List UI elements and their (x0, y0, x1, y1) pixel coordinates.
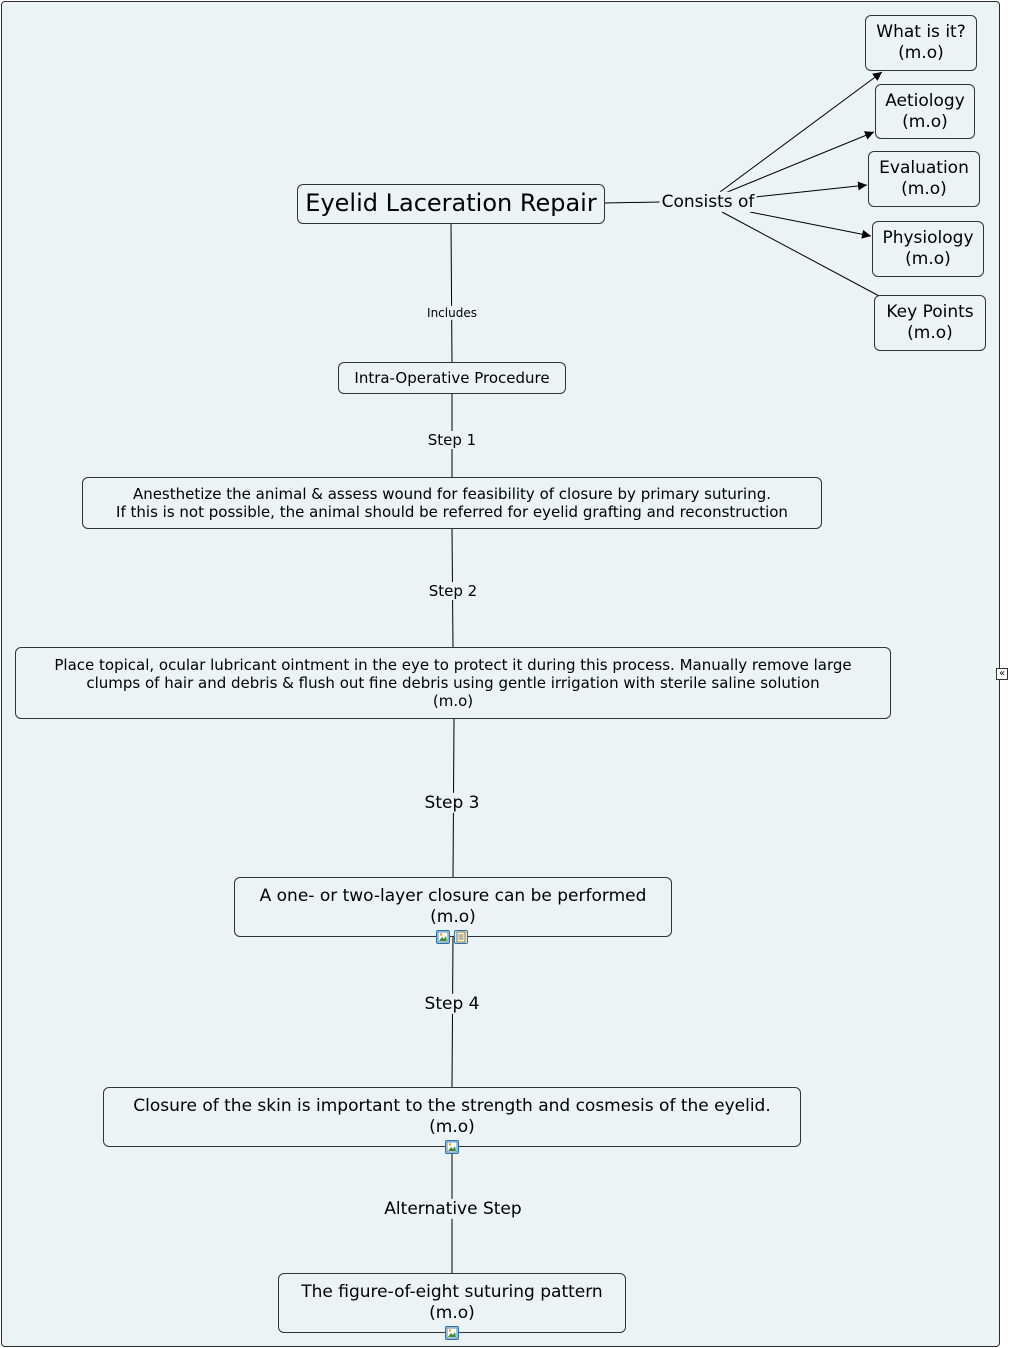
root-node[interactable]: Eyelid Laceration Repair (297, 184, 605, 224)
key-points-node[interactable]: Key Points (m.o) (874, 295, 986, 351)
alternative-step-label: Alternative Step (382, 1198, 524, 1220)
intra-operative-node[interactable]: Intra-Operative Procedure (338, 362, 566, 394)
what-is-it-node[interactable]: What is it? (m.o) (865, 15, 977, 71)
arrow-physiology (749, 211, 872, 239)
arrow-aetiology (724, 131, 875, 194)
step-2-label: Step 2 (426, 582, 480, 600)
physiology-node[interactable]: Physiology (m.o) (872, 221, 984, 277)
note-icon[interactable] (454, 930, 468, 944)
step-2-text: Place topical, ocular lubricant ointment… (54, 655, 852, 711)
intra-operative-label: Intra-Operative Procedure (354, 368, 550, 387)
alternative-step-node[interactable]: The figure-of-eight suturing pattern (m.… (278, 1273, 626, 1333)
link-root-consists (603, 201, 661, 204)
consists-of-label: Consists of (659, 191, 757, 213)
step-4-node[interactable]: Closure of the skin is important to the … (103, 1087, 801, 1147)
aetiology-node[interactable]: Aetiology (m.o) (875, 84, 975, 139)
image-icon[interactable] (445, 1140, 459, 1154)
line-key-points (721, 211, 882, 298)
key-points-label: Key Points (m.o) (886, 302, 974, 343)
includes-label: Includes (425, 305, 479, 321)
step-3-label: Step 3 (422, 792, 482, 814)
arrow-what-is-it (719, 71, 883, 193)
step-2-node[interactable]: Place topical, ocular lubricant ointment… (15, 647, 891, 719)
step-1-node[interactable]: Anesthetize the animal & assess wound fo… (82, 477, 822, 529)
aetiology-label: Aetiology (m.o) (885, 90, 965, 132)
step-3-node[interactable]: A one- or two-layer closure can be perfo… (234, 877, 672, 937)
double-chevron-left-icon[interactable]: « (996, 668, 1008, 680)
alternative-step-text: The figure-of-eight suturing pattern (m.… (301, 1282, 603, 1323)
step-4-text: Closure of the skin is important to the … (133, 1096, 771, 1137)
root-label: Eyelid Laceration Repair (305, 189, 597, 218)
what-is-it-label: What is it? (m.o) (876, 22, 966, 63)
image-icon[interactable] (436, 930, 450, 944)
step-1-label: Step 1 (425, 431, 479, 449)
evaluation-label: Evaluation (m.o) (879, 158, 969, 199)
arrow-evaluation (754, 181, 868, 198)
evaluation-node[interactable]: Evaluation (m.o) (868, 151, 980, 207)
link-root-intraop (450, 222, 453, 364)
step-3-text: A one- or two-layer closure can be perfo… (259, 886, 647, 927)
step-1-text: Anesthetize the animal & assess wound fo… (116, 484, 788, 521)
physiology-label: Physiology (m.o) (882, 228, 974, 269)
image-icon[interactable] (445, 1326, 459, 1340)
step-4-label: Step 4 (422, 993, 482, 1015)
